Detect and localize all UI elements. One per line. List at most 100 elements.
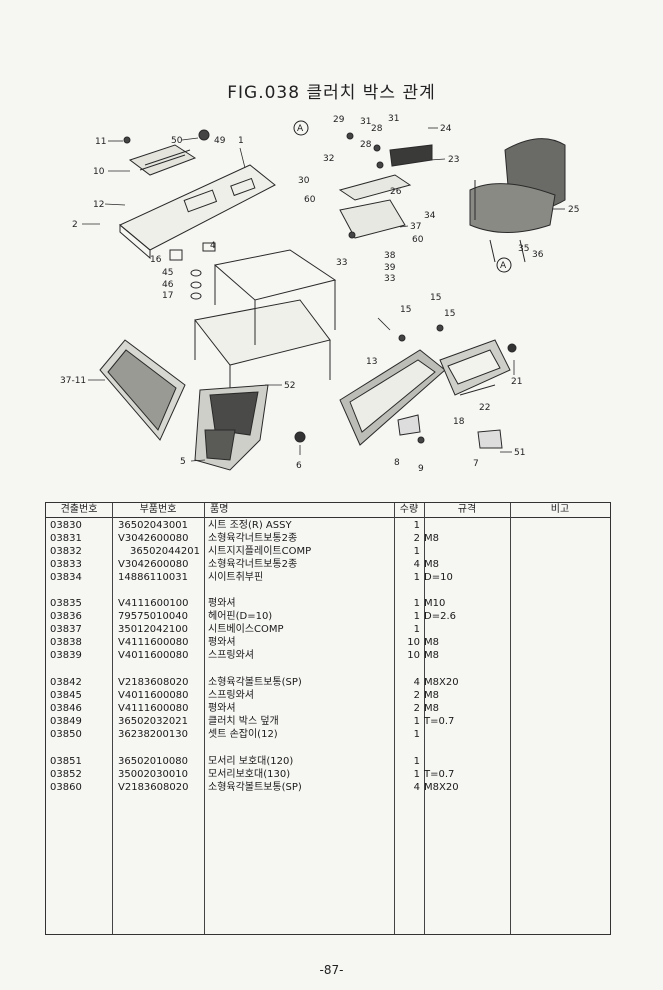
qty-cell: 1 bbox=[413, 716, 420, 727]
callout: 5 bbox=[180, 457, 186, 467]
clutch-box-frame bbox=[194, 249, 337, 405]
qty-cell: 1 bbox=[413, 598, 420, 609]
leader-lines bbox=[82, 127, 565, 462]
callout: 33 bbox=[336, 258, 347, 268]
qty-cell: 2 bbox=[413, 533, 420, 544]
table-row: 03849 36502032021 클러치 박스 덮개 1 T=0.7 bbox=[46, 715, 610, 728]
callout-labels: 11 10 12 2 50 49 1 4 16 45 46 17 37-11 5… bbox=[60, 114, 579, 474]
callout: 15 bbox=[400, 305, 411, 315]
corner-guard-part bbox=[99, 339, 186, 441]
ref-no-cell: 03842 bbox=[50, 677, 82, 688]
callout: 12 bbox=[93, 200, 104, 210]
part-name-cell: 시트 조정(R) ASSY bbox=[208, 520, 292, 531]
spec-cell: M8 bbox=[424, 690, 439, 701]
spec-cell: M8 bbox=[424, 533, 439, 544]
table-row: 03838 V4111600080 평와셔 10 M8 bbox=[46, 636, 610, 649]
ref-no-cell: 03832 bbox=[50, 546, 82, 557]
part-name-cell: 소형육각너트보통2종 bbox=[208, 559, 298, 570]
part-no-cell: V4111600080 bbox=[118, 637, 189, 648]
qty-cell: 10 bbox=[407, 637, 420, 648]
spec-cell: M8 bbox=[424, 650, 439, 661]
table-header: 견출번호 부품번호 품명 수량 규격 비고 bbox=[46, 503, 610, 518]
part-name-cell: 평와셔 bbox=[208, 637, 236, 648]
callout: 31 bbox=[388, 114, 399, 124]
table-row: 03836 79575010040 헤어핀(D=10) 1 D=2.6 bbox=[46, 610, 610, 623]
qty-cell: 10 bbox=[407, 650, 420, 661]
part-name-cell: 소형육각볼트보통(SP) bbox=[208, 677, 302, 688]
ref-no-cell: 03831 bbox=[50, 533, 82, 544]
callout: 45 bbox=[162, 268, 173, 278]
part-name-cell: 헤어핀(D=10) bbox=[208, 611, 273, 622]
callout: 10 bbox=[93, 167, 105, 177]
callout: 38 bbox=[384, 251, 396, 261]
qty-cell: 4 bbox=[413, 559, 420, 570]
callout: 51 bbox=[514, 448, 525, 458]
ref-no-cell: 03838 bbox=[50, 637, 82, 648]
table-row: 03834 14886110031 시이트취부핀 1 D=10 bbox=[46, 571, 610, 584]
qty-cell: 1 bbox=[413, 520, 420, 531]
callout: 15 bbox=[444, 309, 455, 319]
callout: 2 bbox=[72, 220, 78, 230]
corner-guard-right-part bbox=[339, 339, 517, 449]
callout: 46 bbox=[162, 280, 174, 290]
bolt-parts bbox=[123, 129, 444, 444]
column-divider bbox=[424, 503, 425, 934]
callout: 16 bbox=[150, 255, 162, 265]
callout: 7 bbox=[473, 459, 479, 469]
clutch-box-cover-part bbox=[194, 384, 306, 471]
ref-no-cell: 03839 bbox=[50, 650, 82, 661]
qty-cell: 1 bbox=[413, 769, 420, 780]
ref-no-cell: 03836 bbox=[50, 611, 82, 622]
ref-no-cell: 03830 bbox=[50, 520, 82, 531]
part-no-cell: V4111600080 bbox=[118, 703, 189, 714]
table-row: 03842 V2183608020 소형육각볼트보통(SP) 4 M8X20 bbox=[46, 676, 610, 689]
part-no-cell: V4111600100 bbox=[118, 598, 189, 609]
exploded-parts-diagram: 11 10 12 2 50 49 1 4 16 45 46 17 37-11 5… bbox=[60, 114, 579, 474]
figure-title: FIG.038 클러치 박스 관계 bbox=[227, 83, 436, 103]
part-no-cell: 36502010080 bbox=[118, 756, 188, 767]
callout: 22 bbox=[479, 403, 490, 413]
table-row: 03846 V4111600080 평와셔 2 M8 bbox=[46, 702, 610, 715]
callout: 60 bbox=[304, 195, 316, 205]
spec-cell: M8 bbox=[424, 559, 439, 570]
spec-cell: T=0.7 bbox=[424, 716, 455, 727]
part-name-cell: 스프링와셔 bbox=[208, 650, 254, 661]
callout: 8 bbox=[394, 458, 400, 468]
column-divider bbox=[112, 503, 113, 934]
callout: 49 bbox=[214, 136, 226, 146]
part-no-cell: V3042600080 bbox=[118, 533, 189, 544]
callout: 32 bbox=[323, 154, 334, 164]
ref-no-cell: 03860 bbox=[50, 782, 82, 793]
callout: 23 bbox=[448, 155, 459, 165]
spec-cell: M8 bbox=[424, 703, 439, 714]
callout: 31 bbox=[360, 117, 371, 127]
table-row: 03832 36502044201 시트지지플레이트COMP 1 bbox=[46, 545, 610, 558]
table-row: 03850 36238200130 셋트 손잡이(12) 1 bbox=[46, 728, 610, 741]
qty-cell: 1 bbox=[413, 729, 420, 740]
table-row: 03833 V3042600080 소형육각너트보통2종 4 M8 bbox=[46, 558, 610, 571]
seat-support-plate-part bbox=[338, 144, 433, 239]
callout: 28 bbox=[371, 124, 383, 134]
callout: 33 bbox=[384, 274, 395, 284]
part-name-cell: 모서리 보호대(120) bbox=[208, 756, 294, 767]
column-divider bbox=[510, 503, 511, 934]
ref-no-cell: 03834 bbox=[50, 572, 82, 583]
part-no-cell: 36502043001 bbox=[118, 520, 188, 531]
callout: 50 bbox=[171, 136, 183, 146]
qty-cell: 2 bbox=[413, 703, 420, 714]
col-header-spec: 규격 bbox=[457, 504, 477, 515]
page-number: -87- bbox=[319, 963, 344, 977]
spec-cell: M8X20 bbox=[424, 782, 459, 793]
part-name-cell: 시트베이스COMP bbox=[208, 624, 284, 635]
part-name-cell: 클러치 박스 덮개 bbox=[208, 716, 279, 727]
qty-cell: 1 bbox=[413, 546, 420, 557]
table-row: 03831 V3042600080 소형육각너트보통2종 2 M8 bbox=[46, 532, 610, 545]
callout: 60 bbox=[412, 235, 424, 245]
callout: 30 bbox=[298, 176, 310, 186]
floor-plate-part bbox=[119, 144, 276, 260]
ref-no-cell: 03852 bbox=[50, 769, 82, 780]
table-row: 03851 36502010080 모서리 보호대(120) 1 bbox=[46, 755, 610, 768]
part-name-cell: 시이트취부핀 bbox=[208, 572, 264, 583]
col-header-qty: 수량 bbox=[399, 504, 419, 515]
